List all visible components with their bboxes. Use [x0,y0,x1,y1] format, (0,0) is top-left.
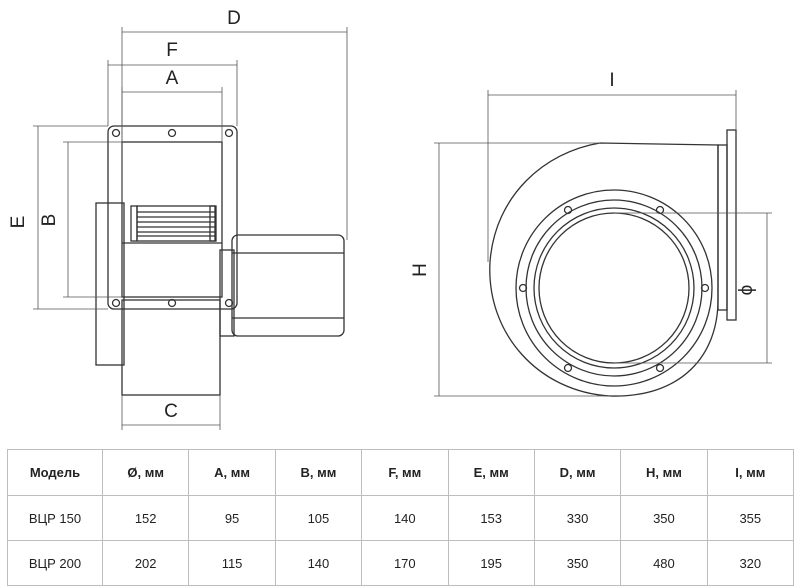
bolt-hole [167,298,177,308]
motor-body [231,234,345,337]
impeller-rim [209,205,217,242]
column-header: H, мм [620,449,708,496]
table-cell: 95 [188,495,276,541]
table-cell: 153 [447,495,535,541]
dim-label-e: E [8,216,29,229]
table-cell: 195 [447,540,535,586]
bolt-hole [700,283,710,293]
bolt-ring [525,199,703,377]
table-cell: 105 [274,495,363,541]
column-header: B, мм [274,449,363,496]
bolt-hole [563,205,573,215]
dim-label-d: D [227,8,241,29]
column-header: Модель [7,449,103,496]
table-cell: 152 [101,495,190,541]
dim-label-b: B [39,214,60,227]
column-header: D, мм [533,449,622,496]
table-cell: 202 [101,540,190,586]
column-header: A, мм [188,449,276,496]
table-cell: 350 [620,495,708,541]
outlet-flange [717,144,728,311]
bolt-hole [224,298,234,308]
table-cell: 115 [188,540,276,586]
housing-back [95,202,125,366]
table-cell: 140 [361,495,449,541]
spec-table: Модель Ø, мм A, мм B, мм F, мм E, мм D, … [7,449,795,586]
inlet-outer [533,207,695,369]
bolt-hole [563,363,573,373]
dim-label-c: C [164,401,178,422]
dim-label-i: I [609,70,614,91]
table-cell: ВЦР 200 [7,540,103,586]
outlet-flange-plate [726,129,737,321]
column-header: F, мм [361,449,449,496]
flange-inner [121,141,223,298]
front-view [489,129,737,397]
column-header: E, мм [447,449,535,496]
bolt-hole [224,128,234,138]
column-header: Ø, мм [101,449,190,496]
technical-drawing: D F A E B C I H ϕ [8,8,772,430]
dim-label-f: F [166,40,178,61]
side-view [95,125,345,396]
bolt-hole [111,298,121,308]
bolt-hole [655,363,665,373]
impeller-rim [130,205,138,242]
table-cell: ВЦР 150 [7,495,103,541]
table-row: ВЦР 150 152 95 105 140 153 330 350 355 [7,495,795,541]
table-row: ВЦР 200 202 115 140 170 195 350 480 320 [7,540,795,586]
column-header: I, мм [706,449,795,496]
table-header-row: Модель Ø, мм A, мм B, мм F, мм E, мм D, … [7,449,795,496]
flange-outer [107,125,238,310]
table-cell: 355 [706,495,795,541]
housing-body [121,299,221,396]
scroll-housing [489,142,719,397]
table-cell: 330 [533,495,622,541]
dim-label-phi: ϕ [736,285,757,296]
table-cell: 320 [706,540,795,586]
inlet-inner [538,212,690,364]
bolt-hole [518,283,528,293]
front-view-dimensions [434,90,772,397]
table-cell: 140 [274,540,363,586]
bolt-hole [111,128,121,138]
motor-mount [219,249,235,337]
side-view-dimensions [33,27,348,430]
bolt-hole [655,205,665,215]
bolt-hole [167,128,177,138]
dim-label-h: H [410,263,431,277]
table-cell: 170 [361,540,449,586]
dim-label-a: A [166,68,179,89]
outer-ring [515,189,713,387]
